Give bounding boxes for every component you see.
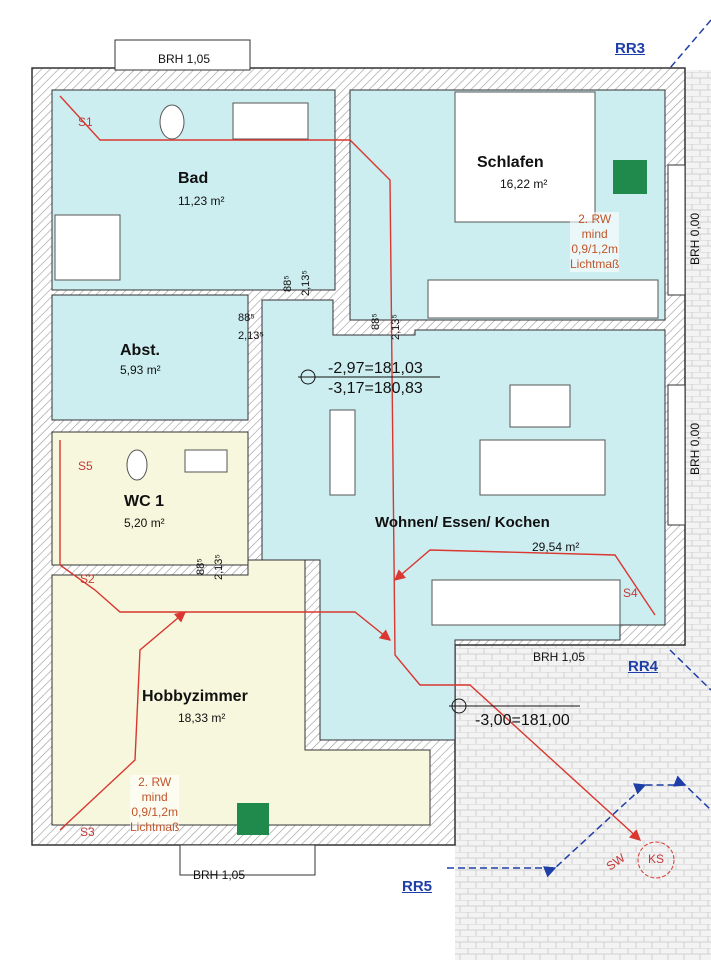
- note-line: Lichtmaß: [570, 257, 620, 271]
- smoke-detector-s4: S4: [623, 586, 638, 600]
- dining-table: [329, 409, 356, 496]
- wc-sink: [184, 449, 228, 473]
- room-name-abst: Abst.: [120, 342, 160, 359]
- route-rr5: RR5: [402, 878, 433, 895]
- shower: [54, 214, 121, 281]
- wardrobe: [427, 279, 659, 319]
- note-line: 2. RW: [138, 775, 172, 789]
- level-markers: [298, 369, 580, 714]
- door-height-wc: 2,13⁵: [213, 554, 225, 580]
- route-rr3: RR3: [615, 40, 646, 57]
- smoke-detector-s1: S1: [78, 115, 93, 129]
- window-label-right-lower: BRH 0,00: [688, 422, 702, 475]
- note-line: 0,9/1,2m: [571, 242, 619, 256]
- door-height-abst: 2,13⁵: [238, 330, 264, 342]
- room-area-hobby: 18,33 m²: [178, 711, 226, 725]
- door-height-bad: 2,13⁵: [300, 270, 312, 296]
- window-right-upper: [667, 164, 686, 296]
- door-width-bad: 88⁵: [282, 275, 294, 292]
- room-area-schlafen: 16,22 m²: [500, 177, 548, 191]
- note-line: 0,9/1,2m: [131, 805, 179, 819]
- room-area-wohnen: 29,54 m²: [532, 540, 580, 554]
- window-label-terrace: BRH 1,05: [533, 650, 586, 664]
- terrace: [455, 645, 711, 960]
- room-name-wc: WC 1: [124, 493, 164, 510]
- note-line: Lichtmaß: [130, 820, 180, 834]
- door-width-schlafen: 88⁵: [370, 313, 382, 330]
- room-name-hobby: Hobbyzimmer: [142, 688, 248, 705]
- smoke-detector-s2: S2: [80, 572, 95, 586]
- door-width-abst: 88⁵: [238, 312, 255, 324]
- drain-lines: [447, 19, 711, 878]
- escape-sign-icon: [613, 160, 647, 194]
- bed: [454, 91, 596, 223]
- door-height-schlafen: 2,13⁵: [390, 314, 402, 340]
- window-right-lower: [667, 384, 686, 526]
- window-label-right-upper: BRH 0,00: [688, 212, 702, 265]
- room-area-wc: 5,20 m²: [124, 516, 165, 530]
- manhole-label: KS: [648, 852, 665, 866]
- window-label-top: BRH 1,05: [158, 52, 211, 66]
- route-rr4: RR4: [628, 658, 659, 675]
- note-line: mind: [581, 227, 608, 241]
- room-area-bad: 11,23 m²: [178, 194, 225, 208]
- right-paving: [685, 70, 711, 650]
- level-main-1: -2,97=181,03: [328, 360, 423, 377]
- note-line: mind: [141, 790, 168, 804]
- note-line: 2. RW: [578, 212, 612, 226]
- room-abst: [51, 294, 249, 421]
- toilet-wc: [126, 449, 148, 481]
- level-main-2: -3,17=180,83: [328, 380, 423, 397]
- escape-note-schlafen: 2. RW mind 0,9/1,2m Lichtmaß: [570, 212, 620, 272]
- escape-routes: [59, 95, 656, 841]
- kitchen-counter: [431, 579, 621, 626]
- room-name-schlafen: Schlafen: [477, 154, 544, 171]
- sofa: [479, 439, 606, 496]
- room-name-wohnen: Wohnen/ Essen/ Kochen: [375, 514, 550, 531]
- window-label-bottom: BRH 1,05: [193, 868, 246, 882]
- room-area-abst: 5,93 m²: [120, 363, 161, 377]
- smoke-detector-s5: S5: [78, 459, 93, 473]
- toilet-bad: [159, 104, 185, 140]
- window-bottom: [179, 844, 316, 876]
- escape-note-hobby: 2. RW mind 0,9/1,2m Lichtmaß: [130, 775, 180, 835]
- coffee-table: [509, 384, 571, 428]
- window-top: [114, 39, 251, 71]
- escape-sign-icon: [237, 803, 269, 835]
- manhole: [637, 841, 675, 879]
- smoke-detector-s3: S3: [80, 825, 95, 839]
- level-terrace: -3,00=181,00: [475, 712, 570, 729]
- room-name-bad: Bad: [178, 170, 209, 187]
- door-width-wc: 88⁵: [195, 558, 207, 575]
- double-sink: [232, 102, 309, 140]
